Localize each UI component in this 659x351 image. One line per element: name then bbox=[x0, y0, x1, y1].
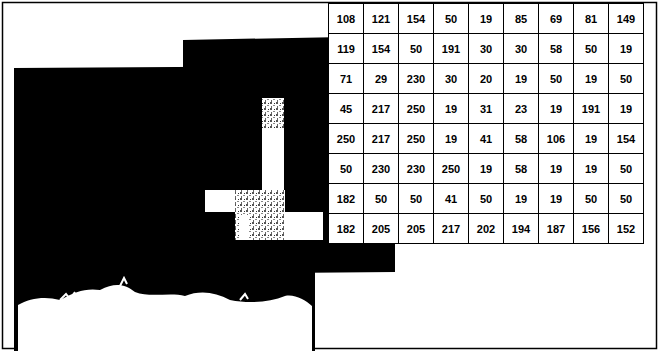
pixel-value-cell: 205 bbox=[399, 214, 434, 244]
pixel-value-cell: 19 bbox=[609, 94, 644, 124]
pixel-value-cell: 152 bbox=[609, 214, 644, 244]
pixel-value-cell: 149 bbox=[609, 4, 644, 34]
pixel-value-cell: 19 bbox=[434, 124, 469, 154]
pixel-value-cell: 20 bbox=[469, 64, 504, 94]
pixel-value-cell: 31 bbox=[469, 94, 504, 124]
back-image-layer bbox=[14, 66, 315, 351]
pixel-value-cell: 71 bbox=[329, 64, 364, 94]
pixel-value-cell: 191 bbox=[434, 34, 469, 64]
pixel-value-cell: 191 bbox=[574, 94, 609, 124]
pixel-value-cell: 19 bbox=[434, 94, 469, 124]
pixel-value-cell: 30 bbox=[434, 64, 469, 94]
grid-row: 1825050415019195050 bbox=[329, 184, 644, 214]
pixel-value-cell: 29 bbox=[364, 64, 399, 94]
pixel-value-cell: 19 bbox=[469, 4, 504, 34]
grid-row: 1081211545019856981149 bbox=[329, 4, 644, 34]
pixel-value-cell: 50 bbox=[539, 64, 574, 94]
pixel-value-cell: 217 bbox=[364, 124, 399, 154]
pixel-value-cell: 19 bbox=[574, 124, 609, 154]
pixel-value-cell: 19 bbox=[504, 64, 539, 94]
pixel-value-cell: 85 bbox=[504, 4, 539, 34]
pixel-value-cell: 230 bbox=[399, 154, 434, 184]
pixel-value-cell: 58 bbox=[539, 34, 574, 64]
pixel-value-cell: 182 bbox=[329, 214, 364, 244]
pixel-value-cell: 154 bbox=[609, 124, 644, 154]
pixel-value-cell: 154 bbox=[399, 4, 434, 34]
pixel-value-grid: 1081211545019856981149119154501913030585… bbox=[328, 3, 644, 244]
grid-row: 119154501913030585019 bbox=[329, 34, 644, 64]
pixel-value-cell: 69 bbox=[539, 4, 574, 34]
pixel-value-cell: 250 bbox=[399, 124, 434, 154]
pixel-value-cell: 41 bbox=[434, 184, 469, 214]
pixel-value-cell: 250 bbox=[399, 94, 434, 124]
pixel-value-cell: 156 bbox=[574, 214, 609, 244]
pixel-value-cell: 19 bbox=[539, 154, 574, 184]
pixel-value-cell: 50 bbox=[329, 154, 364, 184]
pixel-value-cell: 250 bbox=[434, 154, 469, 184]
pixel-value-cell: 50 bbox=[469, 184, 504, 214]
pixel-value-cell: 205 bbox=[364, 214, 399, 244]
pixel-value-cell: 217 bbox=[364, 94, 399, 124]
pixel-value-cell: 50 bbox=[399, 34, 434, 64]
grid-row: 7129230302019501950 bbox=[329, 64, 644, 94]
pixel-value-cell: 58 bbox=[504, 154, 539, 184]
pixel-value-cell: 23 bbox=[504, 94, 539, 124]
pixel-value-cell: 19 bbox=[574, 64, 609, 94]
pixel-value-cell: 45 bbox=[329, 94, 364, 124]
pixel-value-cell: 121 bbox=[364, 4, 399, 34]
grid-row: 25021725019415810619154 bbox=[329, 124, 644, 154]
pixel-value-cell: 30 bbox=[469, 34, 504, 64]
pixel-value-cell: 182 bbox=[329, 184, 364, 214]
pixel-value-cell: 41 bbox=[469, 124, 504, 154]
pixel-value-cell: 50 bbox=[434, 4, 469, 34]
grid-row: 182205205217202194187156152 bbox=[329, 214, 644, 244]
grid-row: 502302302501958191950 bbox=[329, 154, 644, 184]
pixel-value-cell: 119 bbox=[329, 34, 364, 64]
pixel-value-cell: 217 bbox=[434, 214, 469, 244]
pixel-value-cell: 19 bbox=[574, 154, 609, 184]
grid-row: 452172501931231919119 bbox=[329, 94, 644, 124]
pixel-value-cell: 19 bbox=[469, 154, 504, 184]
pixel-value-cell: 58 bbox=[504, 124, 539, 154]
pixel-value-cell: 50 bbox=[574, 34, 609, 64]
pixel-value-cell: 202 bbox=[469, 214, 504, 244]
pixel-value-cell: 230 bbox=[364, 154, 399, 184]
pixel-value-cell: 108 bbox=[329, 4, 364, 34]
pixel-value-cell: 230 bbox=[399, 64, 434, 94]
pixel-value-cell: 50 bbox=[609, 154, 644, 184]
pixel-value-cell: 187 bbox=[539, 214, 574, 244]
pixel-value-cell: 19 bbox=[609, 34, 644, 64]
pixel-value-cell: 106 bbox=[539, 124, 574, 154]
pixel-value-cell: 194 bbox=[504, 214, 539, 244]
pixel-value-cell: 19 bbox=[504, 184, 539, 214]
pixel-value-cell: 50 bbox=[399, 184, 434, 214]
pixel-value-cell: 154 bbox=[364, 34, 399, 64]
pixel-value-cell: 50 bbox=[574, 184, 609, 214]
pixel-value-cell: 30 bbox=[504, 34, 539, 64]
pixel-value-cell: 50 bbox=[364, 184, 399, 214]
pixel-value-cell: 19 bbox=[539, 184, 574, 214]
pixel-value-cell: 50 bbox=[609, 184, 644, 214]
pixel-value-cell: 19 bbox=[539, 94, 574, 124]
pixel-value-cell: 50 bbox=[609, 64, 644, 94]
pixel-value-cell: 250 bbox=[329, 124, 364, 154]
pixel-value-cell: 81 bbox=[574, 4, 609, 34]
